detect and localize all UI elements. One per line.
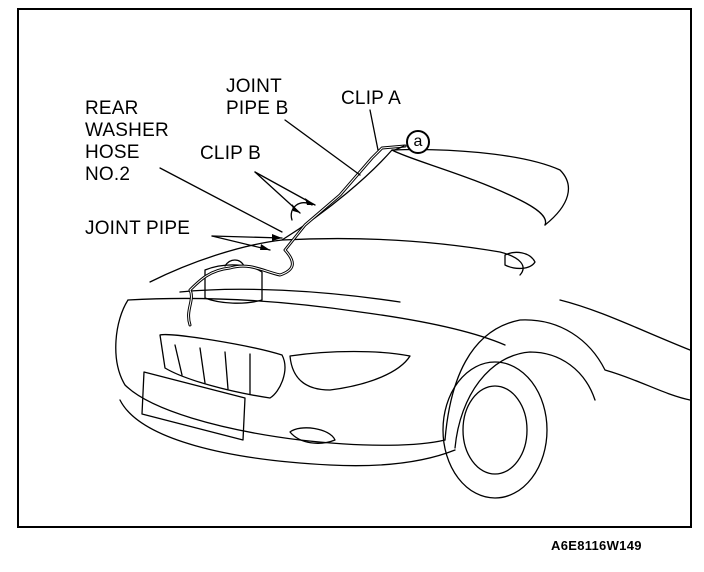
side-line [559,299,691,351]
arrowhead-clip-b-2 [292,204,300,213]
figure-code: A6E8116W149 [551,538,642,553]
leader-clip-b-1 [254,171,316,206]
label-clip-b: CLIP B [200,143,262,164]
leader-clip-a [369,109,379,151]
hood-front-edge [127,297,506,346]
leader-a [394,145,405,151]
wheel-hub [462,385,528,475]
leader-joint-pipe-1 [211,235,283,239]
fog-lamp [289,427,336,444]
hood-outline [149,237,524,283]
leader-rear-washer [159,167,283,233]
fender [444,319,691,441]
wheel-arch [454,351,596,449]
leader-joint-pipe-b [284,119,361,176]
label-rear-washer-hose: REAR WASHER HOSE NO.2 [85,98,169,185]
arrowhead-clip-b-1 [305,198,315,205]
label-joint-pipe: JOINT PIPE [85,218,191,239]
mirror [504,251,536,270]
arrowhead-joint-pipe-2 [260,244,270,250]
washer-tank-cap [224,259,245,267]
a-pillar [391,149,547,226]
figure-frame [17,8,692,528]
marker-a: a [406,130,430,154]
wheel [442,361,548,499]
lower-bumper [119,399,456,467]
headlight [289,350,411,391]
hood-crease [179,288,401,303]
windshield-outline [281,148,569,241]
leader-joint-pipe-2 [211,235,271,251]
label-clip-a: CLIP A [341,88,401,109]
grille [159,333,286,399]
grille-bars [174,344,251,395]
license-plate [141,371,246,441]
label-joint-pipe-b: JOINT PIPE B [226,76,289,119]
front-face [115,299,446,446]
washer-hose-inner [188,145,406,326]
arrowhead-joint-pipe-1 [272,234,282,241]
